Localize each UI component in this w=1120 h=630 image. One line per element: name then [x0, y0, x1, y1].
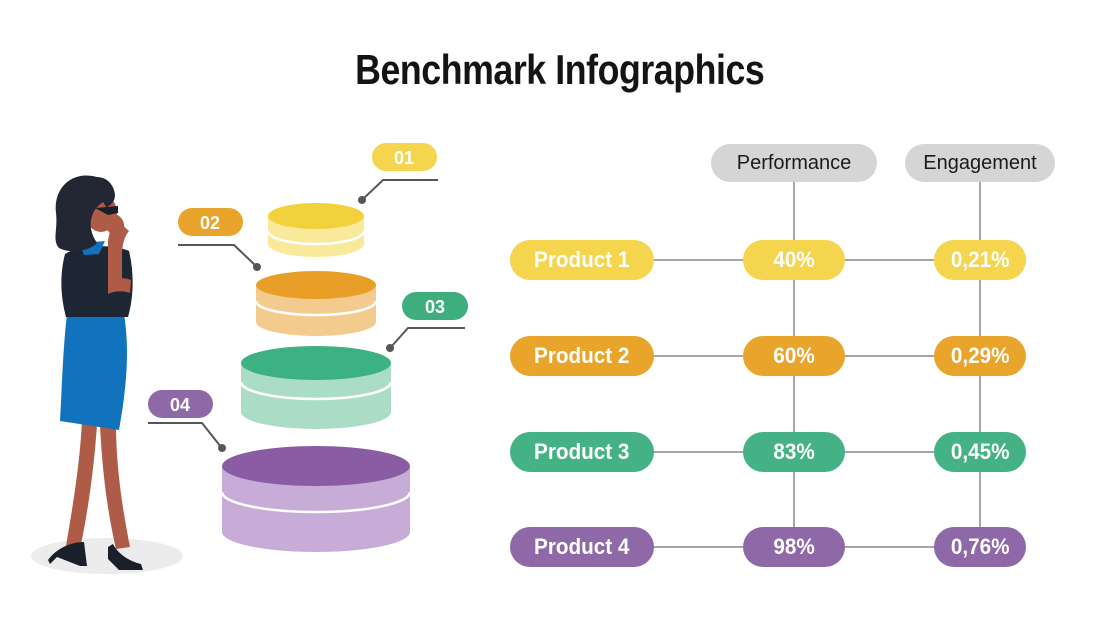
product-4-engagement-pill: 0,76%	[934, 527, 1026, 567]
product-3-performance-value: 83%	[773, 439, 815, 464]
page-title-text: Benchmark Infographics	[355, 46, 765, 93]
product-2-performance-pill: 60%	[743, 336, 845, 376]
pyramid-level-4-cylinder	[220, 446, 412, 552]
badge-03-label: 03	[425, 297, 445, 317]
column-header-performance: Performance	[711, 144, 877, 182]
badge-02-label: 02	[200, 213, 220, 233]
callout-dots	[218, 196, 394, 452]
badge-01: 01	[372, 143, 437, 171]
pyramid-illustration: 01 02 03 04	[31, 143, 468, 574]
product-4-engagement-value: 0,76%	[950, 534, 1010, 559]
pyramid-level-1-cylinder	[266, 203, 366, 257]
pyramid-level-3-cylinder	[239, 346, 393, 429]
product-1-performance-value: 40%	[773, 247, 815, 272]
product-3-engagement-value: 0,45%	[950, 439, 1010, 464]
product-2-performance-value: 60%	[773, 343, 815, 368]
product-4-label: Product 4	[534, 534, 630, 559]
badge-04-label: 04	[170, 395, 190, 415]
product-2-engagement-value: 0,29%	[950, 343, 1010, 368]
product-4-performance-pill: 98%	[743, 527, 845, 567]
column-header-performance-label: Performance	[736, 151, 852, 174]
badge-02: 02	[178, 208, 243, 236]
product-2-label: Product 2	[534, 343, 630, 368]
product-2-engagement-pill: 0,29%	[934, 336, 1026, 376]
product-1-label-pill: Product 1	[510, 240, 654, 280]
product-1-engagement-value: 0,21%	[950, 247, 1010, 272]
thinking-woman-illustration	[31, 175, 183, 574]
badge-03: 03	[402, 292, 468, 320]
product-1-performance-pill: 40%	[743, 240, 845, 280]
product-3-label: Product 3	[534, 439, 630, 464]
badge-04: 04	[148, 390, 213, 418]
column-header-engagement: Engagement	[905, 144, 1055, 182]
product-1-engagement-pill: 0,21%	[934, 240, 1026, 280]
badge-01-label: 01	[394, 148, 414, 168]
product-2-label-pill: Product 2	[510, 336, 654, 376]
product-4-performance-value: 98%	[773, 534, 815, 559]
column-header-engagement-label: Engagement	[923, 151, 1037, 174]
callout-lines	[148, 179, 465, 448]
page-title: Benchmark Infographics	[0, 46, 1120, 94]
product-3-label-pill: Product 3	[510, 432, 654, 472]
product-3-performance-pill: 83%	[743, 432, 845, 472]
glasses-icon	[95, 206, 118, 215]
product-4-label-pill: Product 4	[510, 527, 654, 567]
pyramid-level-2-cylinder	[254, 271, 378, 336]
product-1-label: Product 1	[534, 247, 630, 272]
product-3-engagement-pill: 0,45%	[934, 432, 1026, 472]
